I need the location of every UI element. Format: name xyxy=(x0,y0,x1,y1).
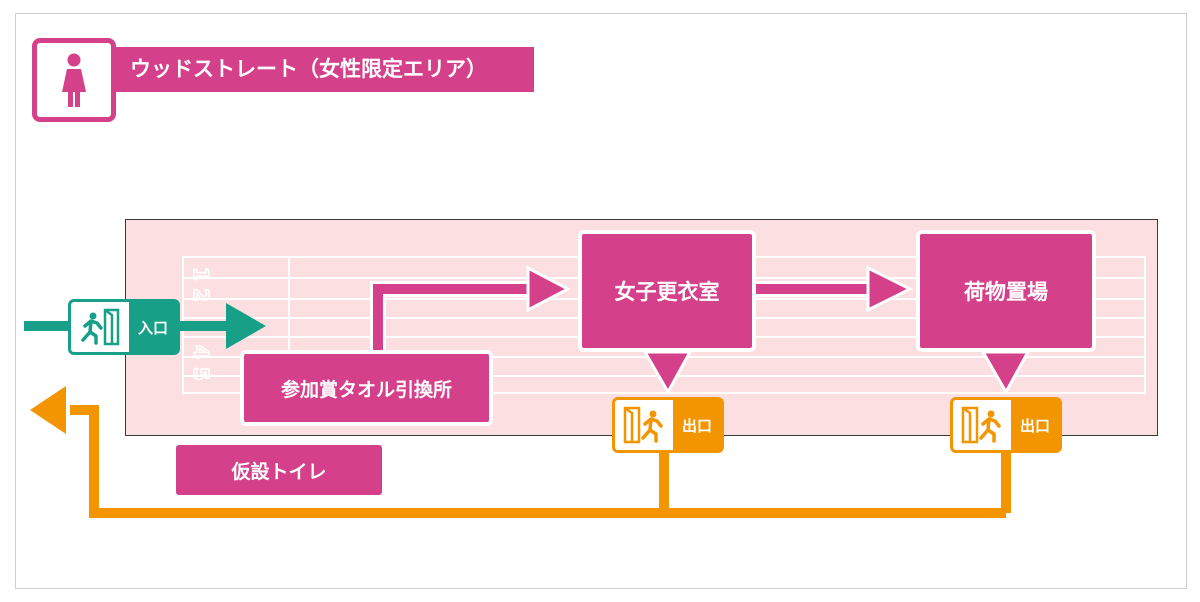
flow-arrows xyxy=(370,265,1031,396)
lane-numbers: 1 2 4 5 xyxy=(188,266,214,381)
exit-label: 出口 xyxy=(681,416,712,435)
lane-number: 4 xyxy=(189,345,213,359)
woman-pictogram xyxy=(62,53,86,107)
towel-exchange: 参加賞タオル引換所 xyxy=(240,350,493,426)
entrance-door-icon xyxy=(71,302,129,352)
woman-icon xyxy=(32,38,116,122)
exit-sign-1: 出口 xyxy=(612,397,724,453)
area-title: ウッドストレート（女性限定エリア） xyxy=(110,47,534,92)
luggage-storage: 荷物置場 xyxy=(916,230,1096,352)
exit-label: 出口 xyxy=(1019,416,1050,435)
lane-number: 2 xyxy=(189,288,213,302)
exit-door-icon xyxy=(953,400,1011,450)
exit-route xyxy=(30,386,1014,521)
map-frame xyxy=(15,13,1187,589)
lane-number: 5 xyxy=(189,367,213,381)
lane-number: 1 xyxy=(189,267,213,281)
entrance-arrow xyxy=(24,303,266,349)
entrance-sign: 入口 xyxy=(68,299,180,355)
exit-arrow-head xyxy=(30,386,66,434)
exit-door-icon xyxy=(615,400,673,450)
changing-room: 女子更衣室 xyxy=(578,230,756,352)
entrance-label: 入口 xyxy=(137,318,168,337)
exit-sign-2: 出口 xyxy=(950,397,1062,453)
temporary-toilet: 仮設トイレ xyxy=(176,445,382,495)
